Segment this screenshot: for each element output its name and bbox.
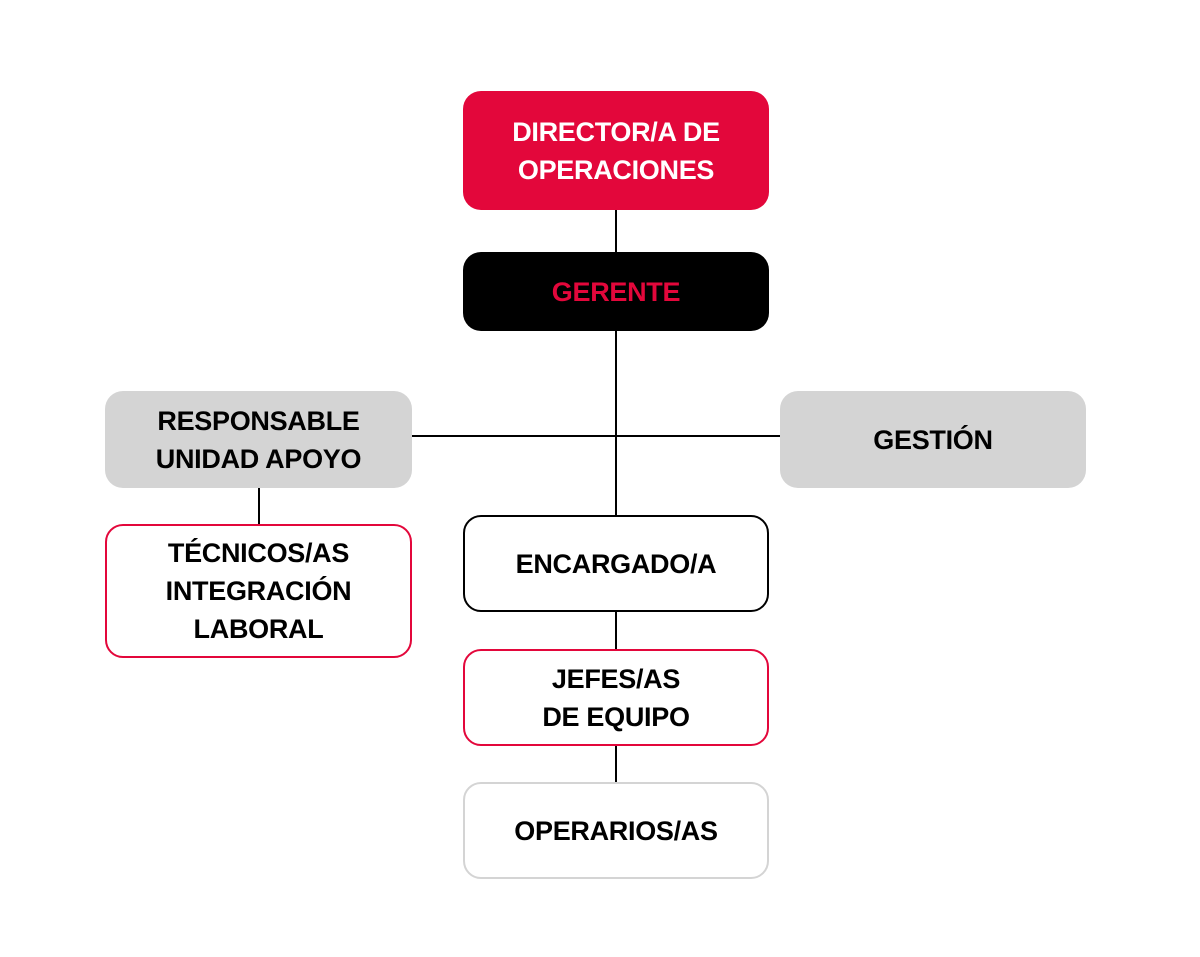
node-responsable-unidad-apoyo: RESPONSABLE UNIDAD APOYO <box>105 391 412 488</box>
node-encargado: ENCARGADO/A <box>463 515 769 612</box>
node-operarios: OPERARIOS/AS <box>463 782 769 879</box>
node-gerente: GERENTE <box>463 252 769 331</box>
node-encargado-label: ENCARGADO/A <box>515 548 717 579</box>
node-jefes-de-equipo-label: JEFES/AS DE EQUIPO <box>542 663 690 732</box>
node-jefes-de-equipo: JEFES/AS DE EQUIPO <box>463 649 769 746</box>
connector-encargado-jefes <box>615 612 617 649</box>
node-director-operaciones: DIRECTOR/A DE OPERACIONES <box>463 91 769 210</box>
node-gestion: GESTIÓN <box>780 391 1086 488</box>
node-responsable-unidad-apoyo-label: RESPONSABLE UNIDAD APOYO <box>155 405 362 474</box>
node-tecnicos-integracion-laboral: TÉCNICOS/AS INTEGRACIÓN LABORAL <box>105 524 412 658</box>
node-gerente-label: GERENTE <box>551 276 681 307</box>
node-tecnicos-integracion-laboral-label: TÉCNICOS/AS INTEGRACIÓN LABORAL <box>165 538 352 644</box>
node-operarios-label: OPERARIOS/AS <box>514 815 718 846</box>
connector-gerente-encargado <box>615 331 617 515</box>
connector-responsable-tecnicos <box>258 488 260 524</box>
node-director-operaciones-label: DIRECTOR/A DE OPERACIONES <box>512 116 720 185</box>
connector-jefes-operarios <box>615 746 617 782</box>
node-gestion-label: GESTIÓN <box>873 424 993 455</box>
connector-horizontal-branch <box>412 435 780 437</box>
connector-director-gerente <box>615 210 617 252</box>
